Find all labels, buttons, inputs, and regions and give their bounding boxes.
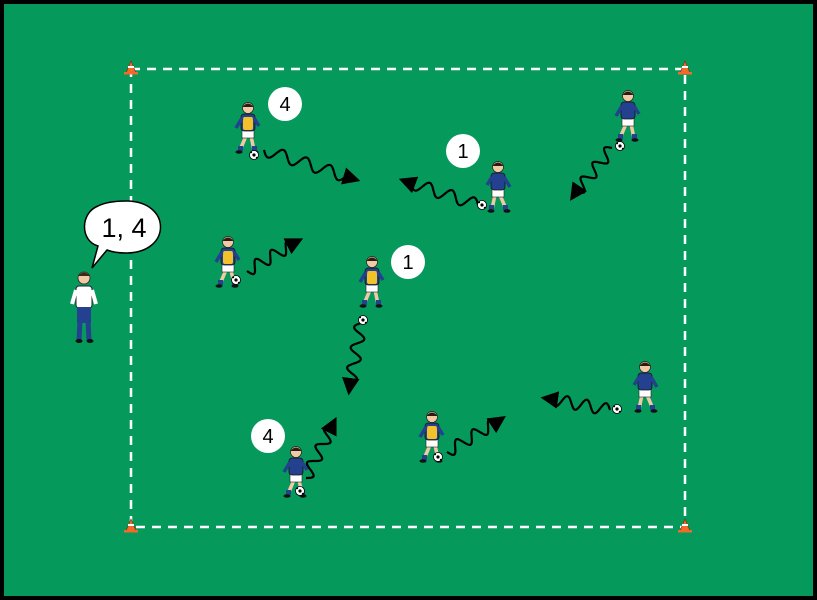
dribble-arrow <box>262 148 361 185</box>
player-icon <box>632 361 659 413</box>
dribble-arrow <box>342 321 366 396</box>
cone-icon <box>678 60 692 75</box>
coach-speech-bubble: 1, 4 <box>83 200 162 269</box>
soccer-ball-icon <box>433 452 443 462</box>
label-top-left: 4 <box>268 87 302 121</box>
cone-icon <box>124 518 138 533</box>
player-icon <box>234 102 261 154</box>
training-area-boundary <box>129 67 687 529</box>
soccer-ball-icon <box>477 200 487 210</box>
dribble-arrow <box>246 238 304 276</box>
player-icon <box>614 90 641 142</box>
coach-icon <box>70 271 98 343</box>
cone-icon <box>124 60 138 75</box>
cones <box>124 60 692 533</box>
player-icon <box>418 411 445 463</box>
player-icon <box>358 256 385 308</box>
label-middle: 1 <box>391 245 425 279</box>
coach <box>70 271 98 343</box>
dribble-arrow <box>305 416 337 480</box>
label-bottom-left: 4 <box>251 419 285 453</box>
svg-text:4: 4 <box>262 426 273 448</box>
soccer-ball-icon <box>612 404 622 414</box>
soccer-ball-icon <box>295 486 305 496</box>
svg-text:1: 1 <box>402 252 413 274</box>
pitch-surface <box>4 4 813 596</box>
soccer-ball-icon <box>615 141 625 151</box>
speech-bubble-icon <box>83 200 162 269</box>
dribble-paths <box>246 146 613 480</box>
players <box>214 90 659 498</box>
soccer-ball-icon <box>358 315 368 325</box>
dribble-arrow <box>398 176 480 207</box>
cone-icon <box>678 518 692 533</box>
svg-text:4: 4 <box>279 94 290 116</box>
soccer-ball-icon <box>231 275 241 285</box>
player-icon <box>485 161 512 213</box>
dribble-arrow <box>570 146 613 201</box>
speech-bubble-text: 1, 4 <box>101 213 146 243</box>
label-top-center: 1 <box>446 134 480 168</box>
dribble-arrow <box>540 391 612 415</box>
svg-text:1: 1 <box>457 141 468 163</box>
soccer-ball-icon <box>249 150 259 160</box>
dribble-arrow <box>446 416 506 457</box>
